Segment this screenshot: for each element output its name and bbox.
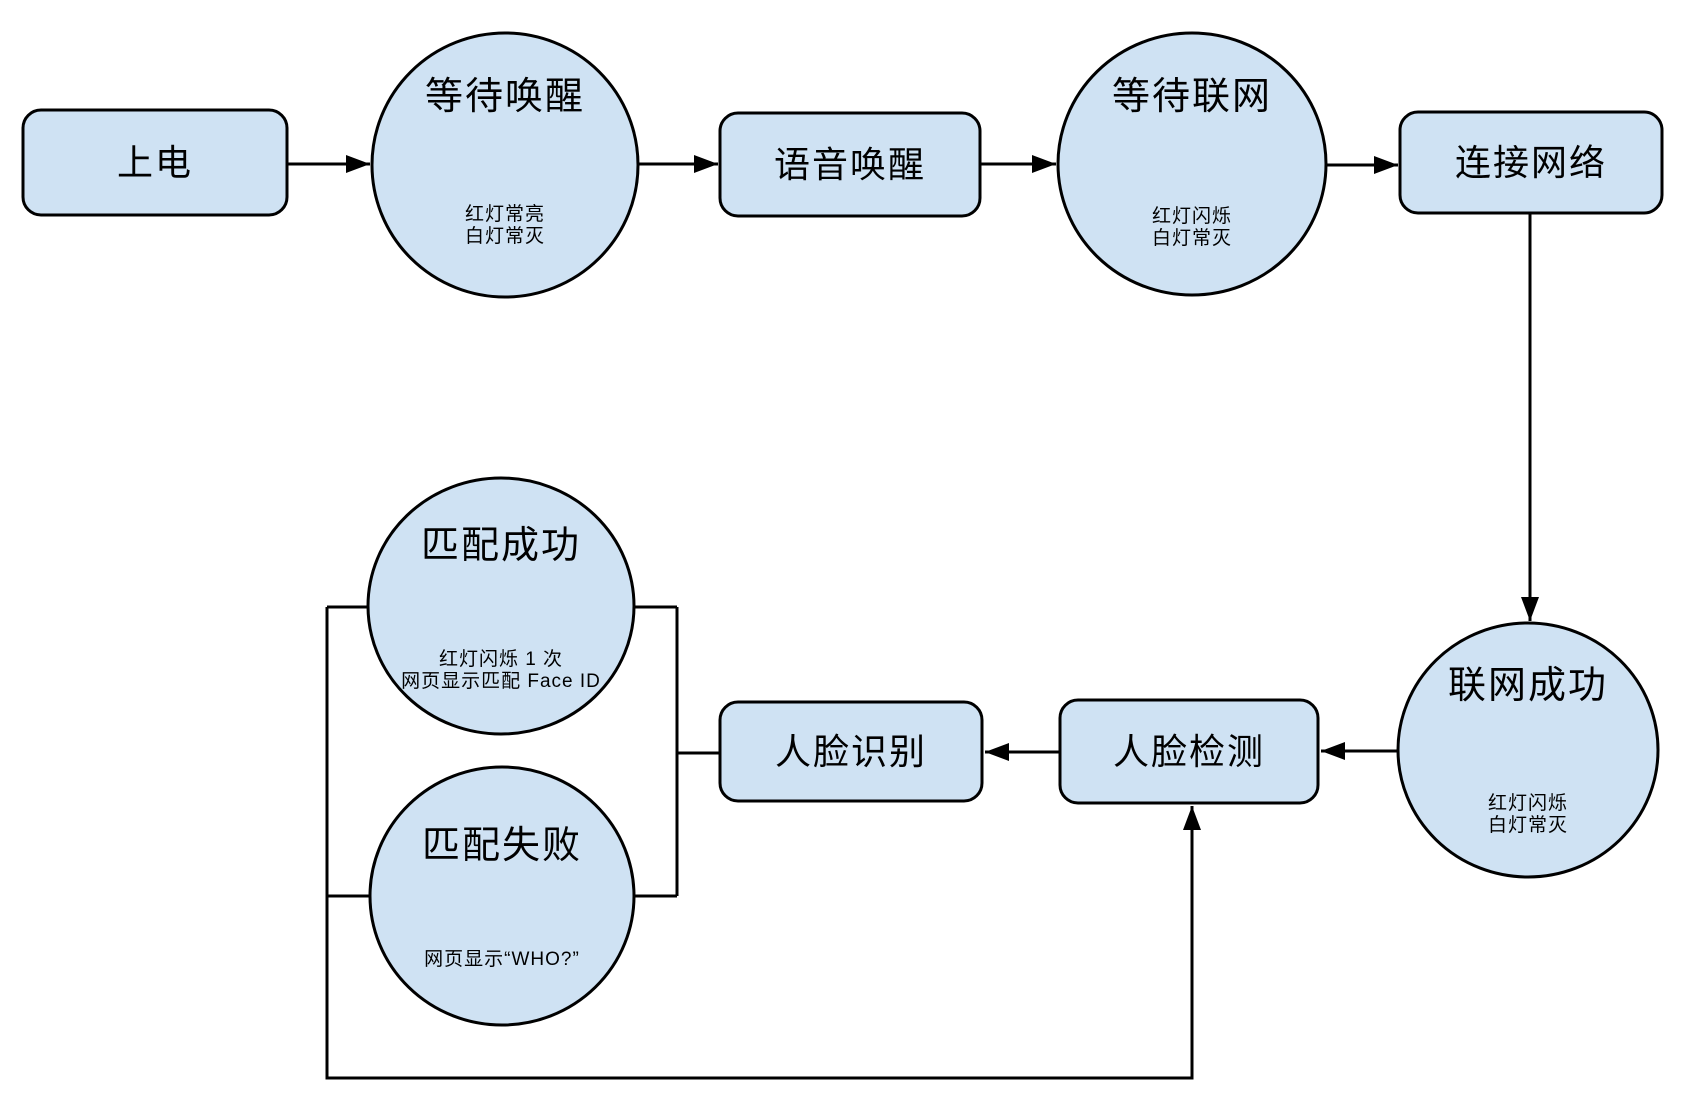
connect-network-label: 连接网络 (1455, 142, 1607, 183)
node-connect-network: 连接网络 (1398, 110, 1664, 215)
wait-wake-circle (370, 31, 640, 299)
network-success-sub1: 红灯闪烁 (1488, 792, 1568, 814)
match-fail-sub1: 网页显示“WHO?” (424, 949, 580, 970)
network-success-sub2: 白灯常灭 (1488, 814, 1568, 836)
voice-wake-label: 语音唤醒 (774, 144, 926, 185)
match-fail-circle (368, 765, 636, 1027)
edges (287, 155, 1539, 1080)
wait-wake-sub1: 红灯常亮 (465, 203, 545, 225)
power-on-box (21, 108, 289, 217)
match-fail-label: 匹配失败 (422, 825, 582, 867)
network-success-circle (1396, 621, 1660, 879)
match-success-sub1: 红灯闪烁 1 次 (439, 648, 563, 670)
node-match-fail: 匹配失败 网页显示“WHO?” (368, 765, 636, 1027)
face-detect-label: 人脸检测 (1113, 731, 1265, 772)
wait-network-sub2: 白灯常灭 (1152, 227, 1232, 249)
voice-wake-box (718, 111, 982, 218)
face-recognize-box (718, 700, 984, 803)
network-success-label: 联网成功 (1448, 665, 1608, 707)
wait-network-circle (1056, 31, 1328, 297)
node-power-on: 上电 (21, 108, 289, 217)
face-recognize-label: 人脸识别 (775, 731, 927, 772)
node-match-success: 匹配成功 红灯闪烁 1 次 网页显示匹配 Face ID (366, 476, 636, 736)
wait-wake-label: 等待唤醒 (425, 76, 585, 118)
node-face-detect: 人脸检测 (1058, 698, 1320, 805)
face-detect-box (1058, 698, 1320, 805)
wait-wake-sub2: 白灯常灭 (465, 225, 545, 247)
connect-network-box (1398, 110, 1664, 215)
node-wait-network: 等待联网 红灯闪烁 白灯常灭 (1056, 31, 1328, 297)
match-success-sub2: 网页显示匹配 Face ID (401, 671, 601, 692)
wait-network-sub1: 红灯闪烁 (1152, 205, 1232, 227)
node-wait-wake: 等待唤醒 红灯常亮 白灯常灭 (370, 31, 640, 299)
node-face-recognize: 人脸识别 (718, 700, 984, 803)
power-on-label: 上电 (117, 142, 193, 183)
wait-network-label: 等待联网 (1112, 76, 1272, 118)
node-voice-wake: 语音唤醒 (718, 111, 982, 218)
arrow-loop-back-to-face-detect (325, 607, 1201, 1080)
match-success-label: 匹配成功 (421, 525, 581, 567)
node-network-success: 联网成功 红灯闪烁 白灯常灭 (1396, 621, 1660, 879)
match-success-circle (366, 476, 636, 736)
